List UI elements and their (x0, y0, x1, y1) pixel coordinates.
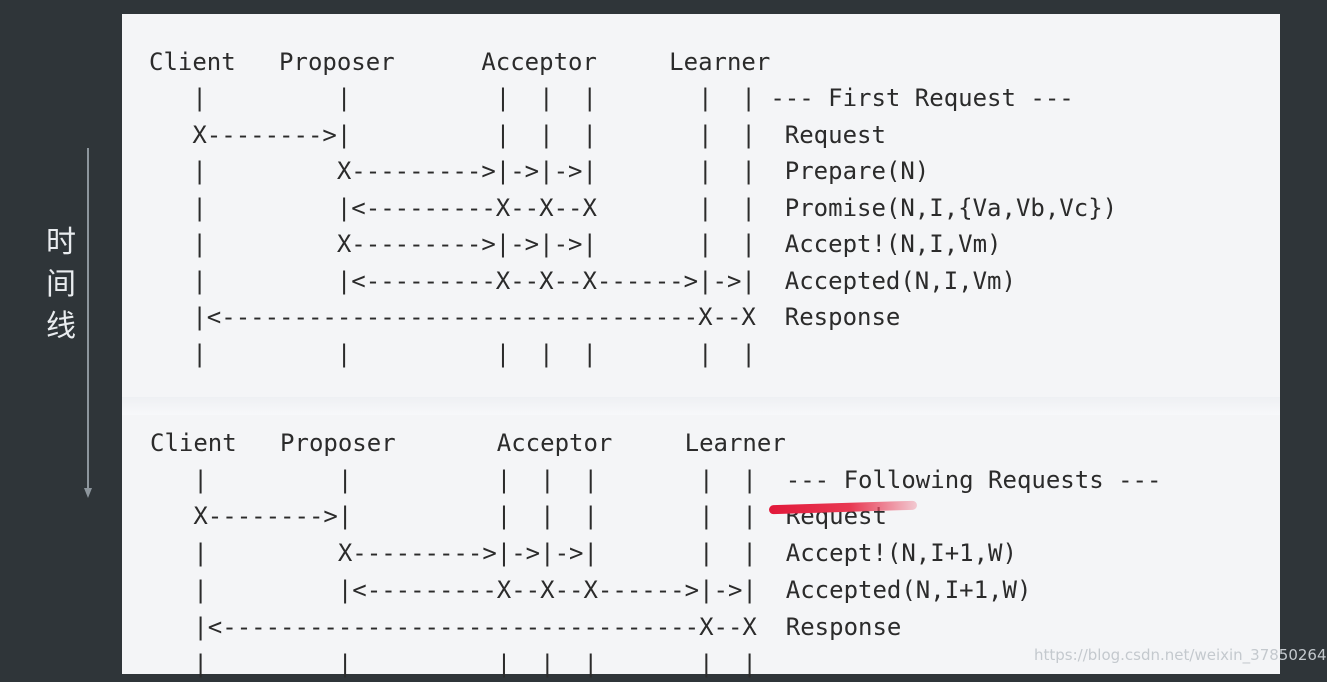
diagram-line: | |<---------X--X--X------>|->| Accepted… (149, 267, 1016, 295)
diagram-line: | | | | | | | (150, 650, 757, 678)
watermark: https://blog.csdn.net/weixin_37850264 (1034, 646, 1327, 664)
timeline-arrow-head (84, 488, 92, 498)
slide-canvas: Client Proposer Acceptor Learner | | | |… (122, 14, 1280, 678)
diagram-line: | |<---------X--X--X | | Promise(N,I,{Va… (149, 194, 1118, 222)
diagram-line: | | | | | | | (149, 340, 756, 368)
timeline-char: 时 (46, 225, 76, 260)
timeline-arrow-icon (84, 148, 92, 500)
diagram-header-row: Client Proposer Acceptor Learner (149, 48, 771, 76)
diagram-line: | X--------->|->|->| | | Prepare(N) (149, 157, 930, 185)
diagram-line: | | | | | | | --- First Request --- (149, 84, 1074, 112)
timeline-char: 间 (46, 267, 76, 302)
diagram-line: | |<---------X--X--X------>|->| Accepted… (150, 576, 1032, 604)
diagram-line: |<---------------------------------X--X … (149, 303, 901, 331)
diagram-line: X-------->| | | | | | Request (149, 121, 886, 149)
diagram-line: | X--------->|->|->| | | Accept!(N,I+1,W… (150, 539, 1017, 567)
timeline-label: 时 间 线 (43, 222, 79, 348)
timeline-char: 线 (46, 309, 76, 344)
diagram-header-row: Client Proposer Acceptor Learner (150, 429, 786, 457)
diagram-line: X-------->| | | | | | Request (150, 502, 887, 530)
diagram-line: |<---------------------------------X--X … (150, 613, 902, 641)
diagram-line: | | | | | | | --- Following Requests --- (150, 466, 1162, 494)
timeline-arrow-shaft (87, 148, 89, 492)
slide-divider (122, 397, 1280, 415)
diagram-line: | X--------->|->|->| | | Accept!(N,I,Vm) (149, 230, 1002, 258)
